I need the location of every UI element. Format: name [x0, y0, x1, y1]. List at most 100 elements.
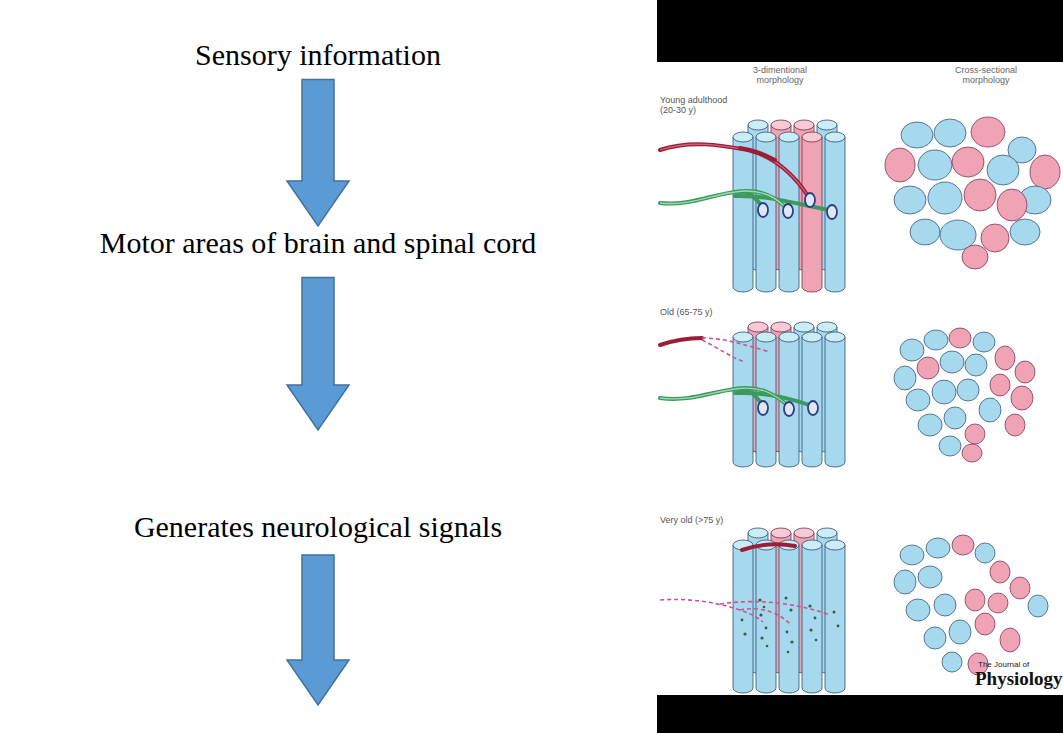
fiber-end: [771, 528, 791, 538]
endplate: [808, 401, 818, 415]
fiber-section: [900, 339, 924, 361]
dot: [758, 598, 761, 601]
dot: [763, 606, 766, 609]
fiber-section: [894, 570, 916, 594]
fiber-section: [981, 224, 1009, 252]
figure-label: Young adulthood (20-30 y): [660, 96, 736, 116]
fiber-end: [802, 132, 822, 142]
dot: [814, 617, 817, 620]
fiber-end: [794, 528, 814, 538]
fiber-end: [771, 120, 791, 130]
fiber-section: [952, 535, 974, 555]
dot: [760, 636, 763, 639]
fiber-end: [794, 322, 814, 332]
motor-nerve: [742, 544, 795, 550]
endplate: [758, 401, 768, 415]
dot: [789, 608, 792, 611]
dot: [787, 651, 790, 654]
figure-label: Cross-sectional morphology: [950, 66, 1022, 86]
fiber-section: [997, 189, 1027, 221]
dot: [790, 640, 793, 643]
motor-nerve: [735, 196, 830, 210]
fiber-section: [965, 424, 985, 444]
fiber-section: [964, 179, 996, 211]
muscle-fiber: [825, 545, 845, 693]
fiber-section: [995, 346, 1015, 370]
muscle-fiber: [733, 337, 753, 467]
fiber-section: [1000, 628, 1020, 652]
motor-nerve: [660, 144, 808, 196]
fiber-section: [1011, 386, 1033, 410]
text-node: Generates neurological signals: [8, 510, 628, 545]
block-arrow: [287, 555, 349, 705]
text-node: Sensory information: [8, 38, 628, 73]
fiber-end: [825, 540, 845, 550]
endplate: [805, 193, 815, 207]
dot: [785, 597, 788, 600]
dot: [809, 628, 812, 631]
fiber-section: [975, 613, 995, 635]
muscle-fiber: [779, 137, 799, 292]
fiber-end: [794, 120, 814, 130]
fiber-section: [944, 407, 966, 429]
node-text: Generates neurological signals: [8, 510, 628, 545]
dot: [837, 625, 840, 628]
fiber-section: [934, 594, 956, 616]
fiber-section: [990, 561, 1010, 583]
fiber-end: [779, 332, 799, 342]
dot: [833, 611, 836, 614]
fiber-section: [918, 150, 952, 180]
motor-nerve: [740, 148, 775, 160]
lost-nerve: [702, 340, 745, 362]
fiber-section: [894, 366, 916, 390]
lost-nerve: [660, 599, 763, 622]
fiber-section: [894, 186, 926, 214]
fiber-section: [918, 566, 942, 588]
fiber-end: [779, 132, 799, 142]
fiber-section: [962, 245, 988, 269]
block-arrow: [287, 80, 349, 227]
fiber-section: [949, 620, 971, 644]
fiber-section: [990, 374, 1010, 396]
fiber-section: [1015, 361, 1035, 383]
fiber-end: [817, 120, 837, 130]
muscle-fiber: [756, 545, 776, 693]
motor-nerve: [660, 388, 788, 406]
fiber-end: [817, 528, 837, 538]
fiber-section: [973, 332, 995, 352]
endplate: [758, 203, 768, 217]
dot: [743, 632, 746, 635]
fiber-section: [917, 357, 939, 379]
fiber-end: [756, 132, 776, 142]
fiber-section: [952, 147, 984, 177]
fiber-section: [928, 182, 962, 214]
fiber-section: [962, 444, 982, 462]
text-node: Motor areas of brain and spinal cord: [8, 226, 628, 261]
figure-panel: [657, 62, 1063, 695]
fiber-end: [771, 322, 791, 332]
lost-nerve: [740, 609, 790, 624]
muscle-fiber: [802, 137, 822, 292]
fiber-section: [1010, 219, 1040, 245]
dot-cluster: [741, 597, 840, 654]
motor-nerve: [660, 144, 808, 196]
fiber-section: [940, 351, 964, 373]
fiber-section: [934, 119, 966, 147]
fiber-end: [825, 132, 845, 142]
dot: [808, 604, 811, 607]
dot: [765, 627, 768, 630]
figure-label: 3-dimentional morphology: [748, 66, 812, 86]
dot: [766, 645, 769, 648]
fiber-section: [885, 148, 915, 182]
muscle-fiber: [779, 545, 799, 693]
fiber-section: [949, 328, 971, 348]
lost-nerve: [720, 602, 830, 615]
fiber-end: [756, 332, 776, 342]
fiber-section: [957, 379, 979, 401]
fiber-end: [748, 322, 768, 332]
fiber-end: [733, 132, 753, 142]
node-text: Sensory information: [8, 38, 628, 73]
fiber-section: [910, 219, 940, 245]
fiber-section: [906, 389, 930, 411]
fiber-end: [802, 540, 822, 550]
